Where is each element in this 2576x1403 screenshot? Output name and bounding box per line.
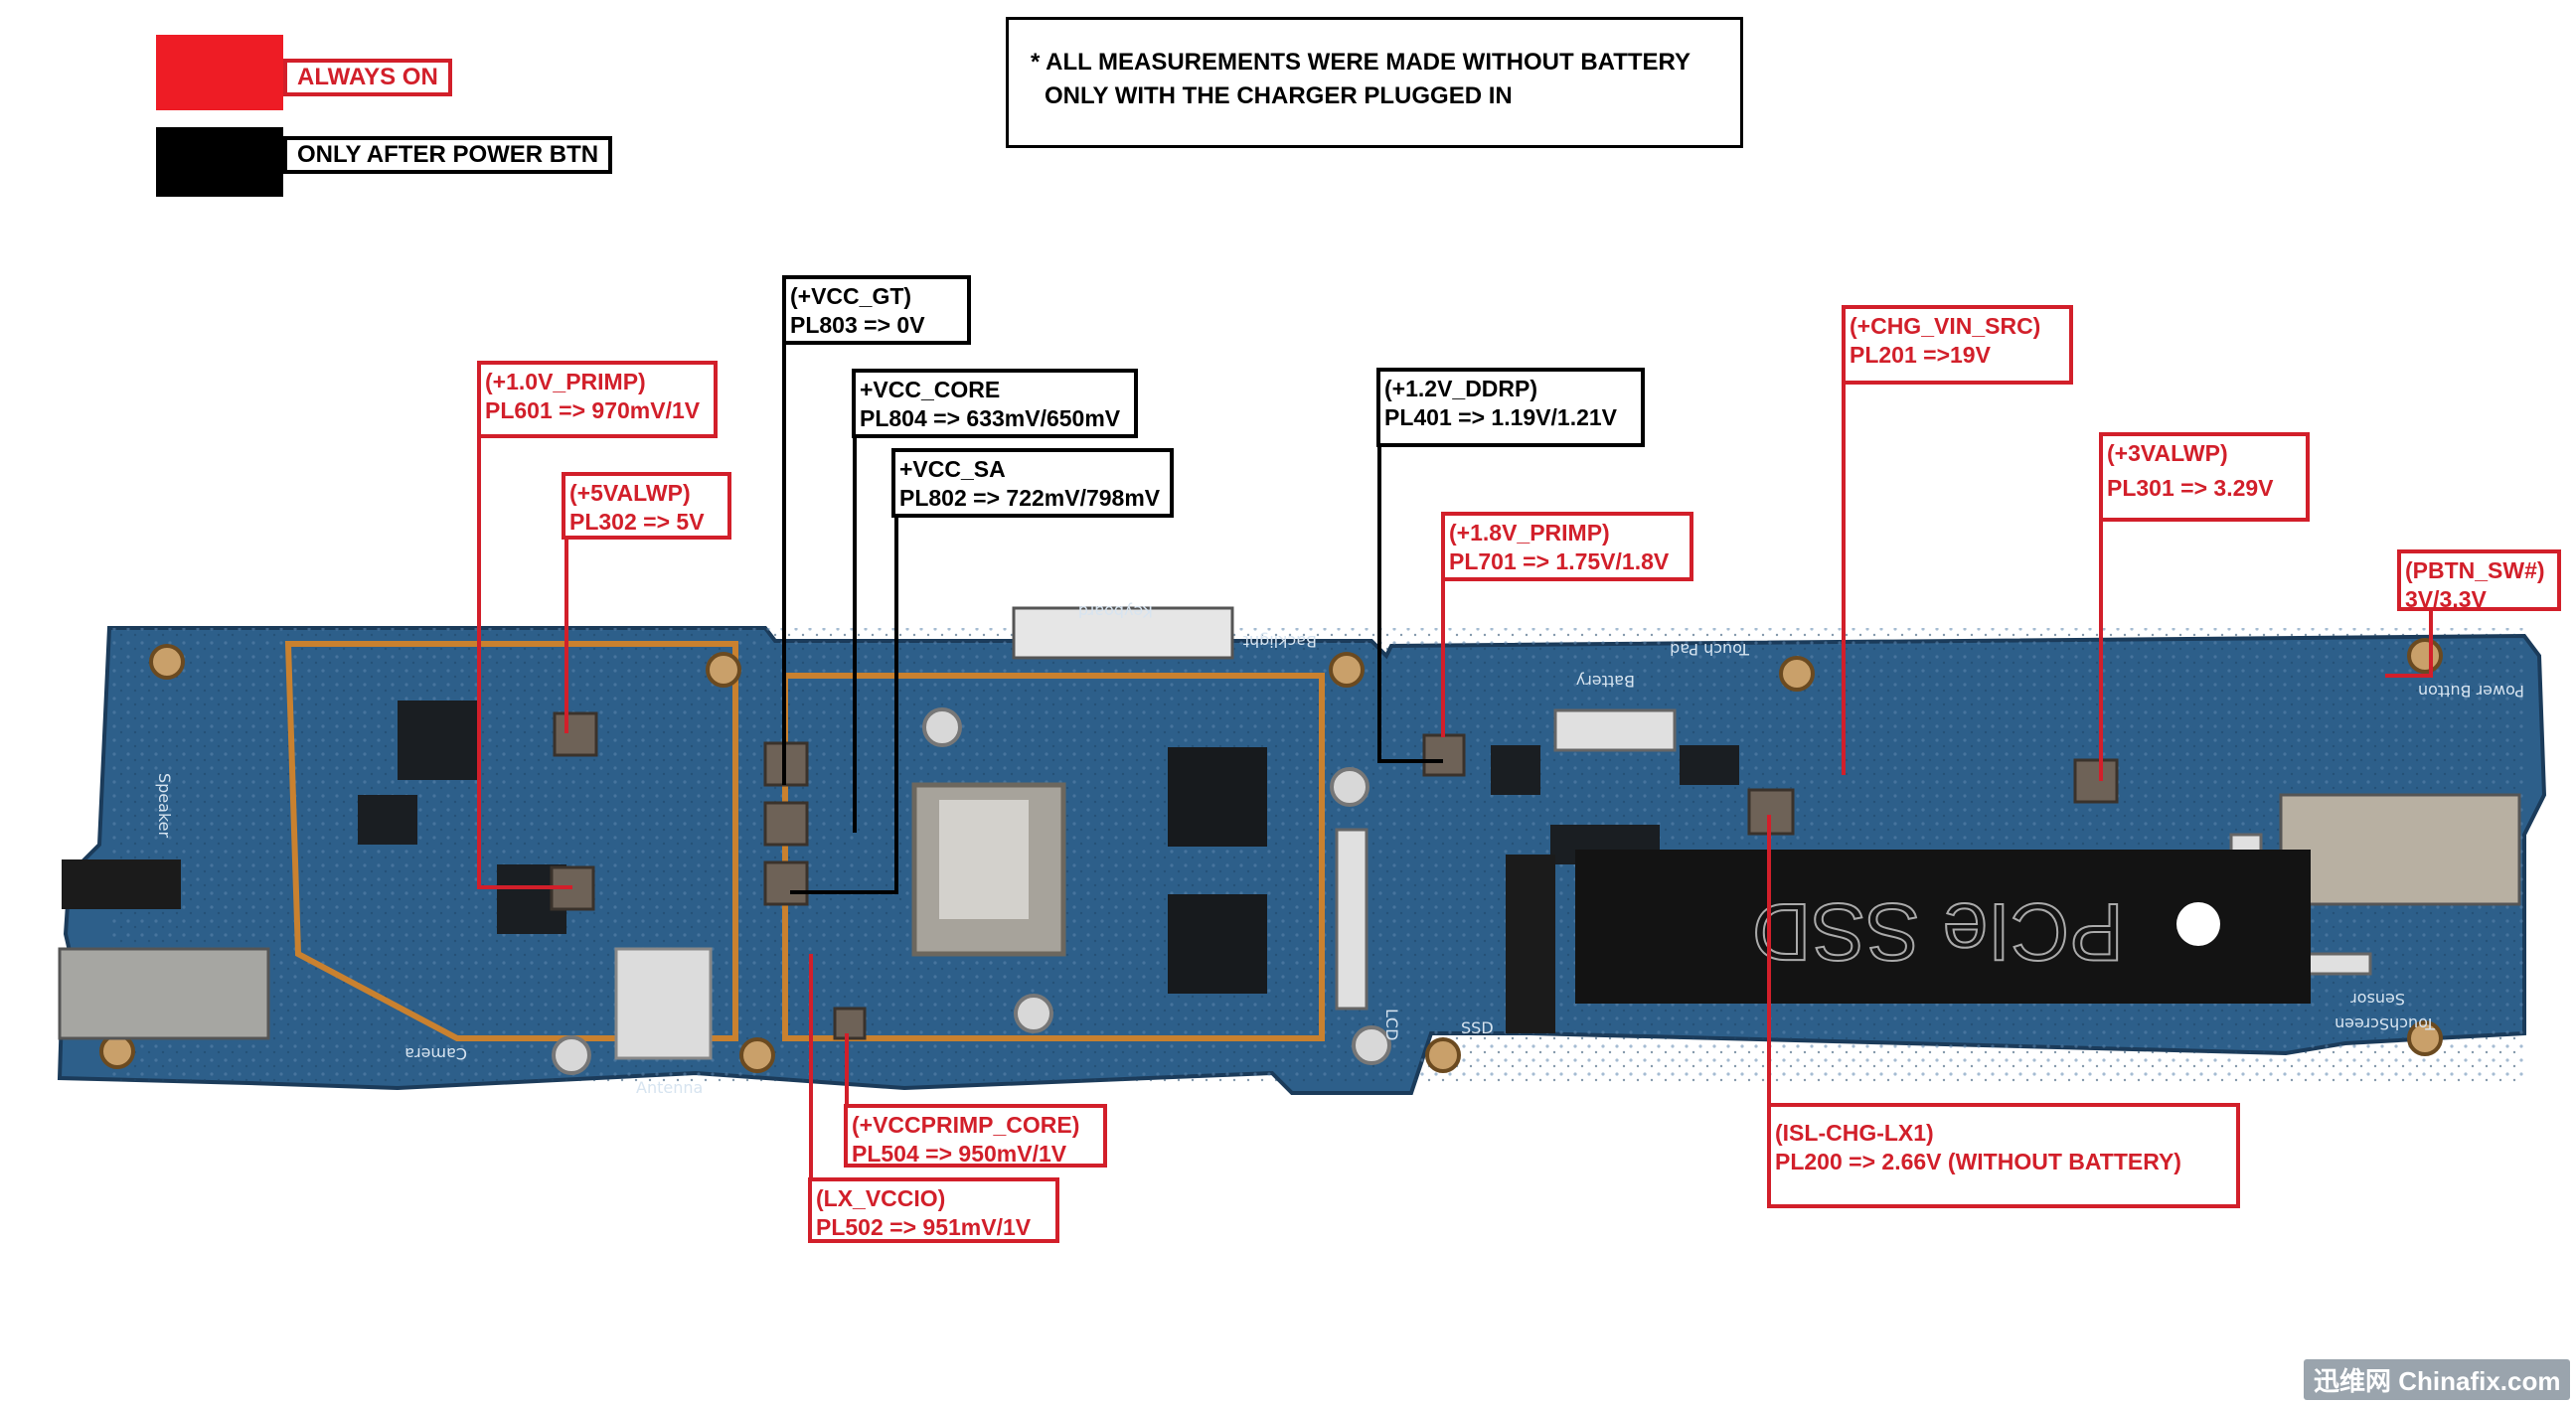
legend-swatch-after-power [156, 127, 283, 197]
trace-outline-center [782, 673, 1325, 1041]
callout-vcc-sa: +VCC_SA PL802 => 722mV/798mV [891, 448, 1174, 518]
svg-text:LCD: LCD [1382, 1009, 1401, 1040]
callout-value: PL302 => 5V [569, 509, 705, 535]
callout-rail: (+CHG_VIN_SRC) [1850, 313, 2041, 339]
callout-3valwp: (+3VALWP) PL301 => 3.29V [2099, 432, 2310, 522]
callout-5valwp: (+5VALWP) PL302 => 5V [562, 472, 731, 540]
callout-value: PL802 => 722mV/798mV [899, 485, 1161, 511]
callout-value: PL200 => 2.66V (WITHOUT BATTERY) [1775, 1149, 2181, 1174]
callout-rail: (PBTN_SW#) [2405, 557, 2545, 583]
svg-text:Power Button: Power Button [2418, 682, 2524, 701]
svg-text:TouchScreen: TouchScreen [2334, 1014, 2436, 1033]
site-watermark: 迅维网 Chinafix.com [2304, 1359, 2571, 1400]
callout-chg-vin-src: (+CHG_VIN_SRC) PL201 =>19V [1842, 305, 2073, 385]
callout-value: PL804 => 633mV/650mV [860, 405, 1121, 431]
legend-label-after-power: ONLY AFTER POWER BTN [283, 136, 613, 174]
svg-text:Speaker: Speaker [155, 773, 174, 839]
svg-text:SSD: SSD [1461, 1018, 1494, 1037]
callout-vcc-core: +VCC_CORE PL804 => 633mV/650mV [852, 369, 1138, 438]
callout-rail: +VCC_CORE [860, 377, 1001, 402]
svg-text:Antenna: Antenna [636, 1078, 703, 1097]
callout-rail: (+3VALWP) [2107, 440, 2228, 466]
callout-1v0-primp: (+1.0V_PRIMP) PL601 => 970mV/1V [477, 361, 718, 438]
callout-value: PL601 => 970mV/1V [485, 397, 701, 423]
ram-chip [1168, 894, 1267, 994]
svg-text:Touch Pad: Touch Pad [1670, 640, 1750, 659]
callout-rail: (LX_VCCIO) [816, 1185, 946, 1211]
leader-1v0-primp [477, 437, 572, 889]
legend-swatch-always-on [156, 35, 283, 110]
callout-lx-vccio: (LX_VCCIO) PL502 => 951mV/1V [808, 1177, 1059, 1243]
callout-vccprimp-core: (+VCCPRIMP_CORE) PL504 => 950mV/1V [844, 1104, 1107, 1168]
callout-value: PL502 => 951mV/1V [816, 1214, 1032, 1240]
legend-label-always-on: ALWAYS ON [283, 59, 452, 96]
callout-value: PL803 => 0V [790, 312, 925, 338]
callout-isl-chg-lx1: (ISL-CHG-LX1) PL200 => 2.66V (WITHOUT BA… [1767, 1103, 2240, 1208]
callout-rail: +VCC_SA [899, 456, 1006, 482]
callout-value: PL301 => 3.29V [2107, 475, 2274, 501]
callout-rail: (+VCCPRIMP_CORE) [852, 1112, 1080, 1138]
callout-1v8-primp: (+1.8V_PRIMP) PL701 => 1.75V/1.8V [1441, 512, 1693, 581]
callout-value: PL504 => 950mV/1V [852, 1141, 1067, 1167]
note-line-1: * ALL MEASUREMENTS WERE MADE WITHOUT BAT… [1031, 49, 1690, 76]
callout-rail: (+VCC_GT) [790, 283, 912, 309]
svg-text:Keyboard: Keyboard [1078, 602, 1153, 621]
callout-value: PL401 => 1.19V/1.21V [1384, 404, 1618, 430]
callout-rail: (+1.8V_PRIMP) [1449, 520, 1610, 546]
leader-pbtn-sw [2385, 609, 2433, 678]
callout-vcc-gt: (+VCC_GT) PL803 => 0V [782, 275, 971, 345]
ram-chip [1168, 747, 1267, 847]
trace-outline-left [284, 641, 738, 1041]
callout-value: PL201 =>19V [1850, 342, 1991, 368]
callout-1v2-ddrp: (+1.2V_DDRP) PL401 => 1.19V/1.21V [1376, 368, 1645, 447]
svg-text:Sensor: Sensor [2350, 990, 2405, 1009]
callout-value: PL701 => 1.75V/1.8V [1449, 548, 1670, 574]
svg-text:Camera: Camera [404, 1044, 467, 1063]
callout-value: 3V/3.3V [2405, 586, 2487, 612]
measurement-note: * ALL MEASUREMENTS WERE MADE WITHOUT BAT… [1006, 17, 1743, 148]
svg-text:Backlight: Backlight [1243, 632, 1317, 651]
callout-rail: (+1.0V_PRIMP) [485, 369, 646, 394]
callout-rail: (+5VALWP) [569, 480, 691, 506]
svg-text:Battery: Battery [1576, 672, 1635, 691]
note-line-2: ONLY WITH THE CHARGER PLUGGED IN [1045, 82, 1513, 109]
leader-vcc-sa [790, 482, 898, 894]
leader-1v2-ddrp [1377, 437, 1443, 763]
ssd-label: PCIe SSD [1752, 886, 2124, 977]
callout-pbtn-sw: (PBTN_SW#) 3V/3.3V [2397, 549, 2561, 612]
callout-rail: (ISL-CHG-LX1) [1775, 1120, 1934, 1146]
callout-rail: (+1.2V_DDRP) [1384, 376, 1538, 401]
